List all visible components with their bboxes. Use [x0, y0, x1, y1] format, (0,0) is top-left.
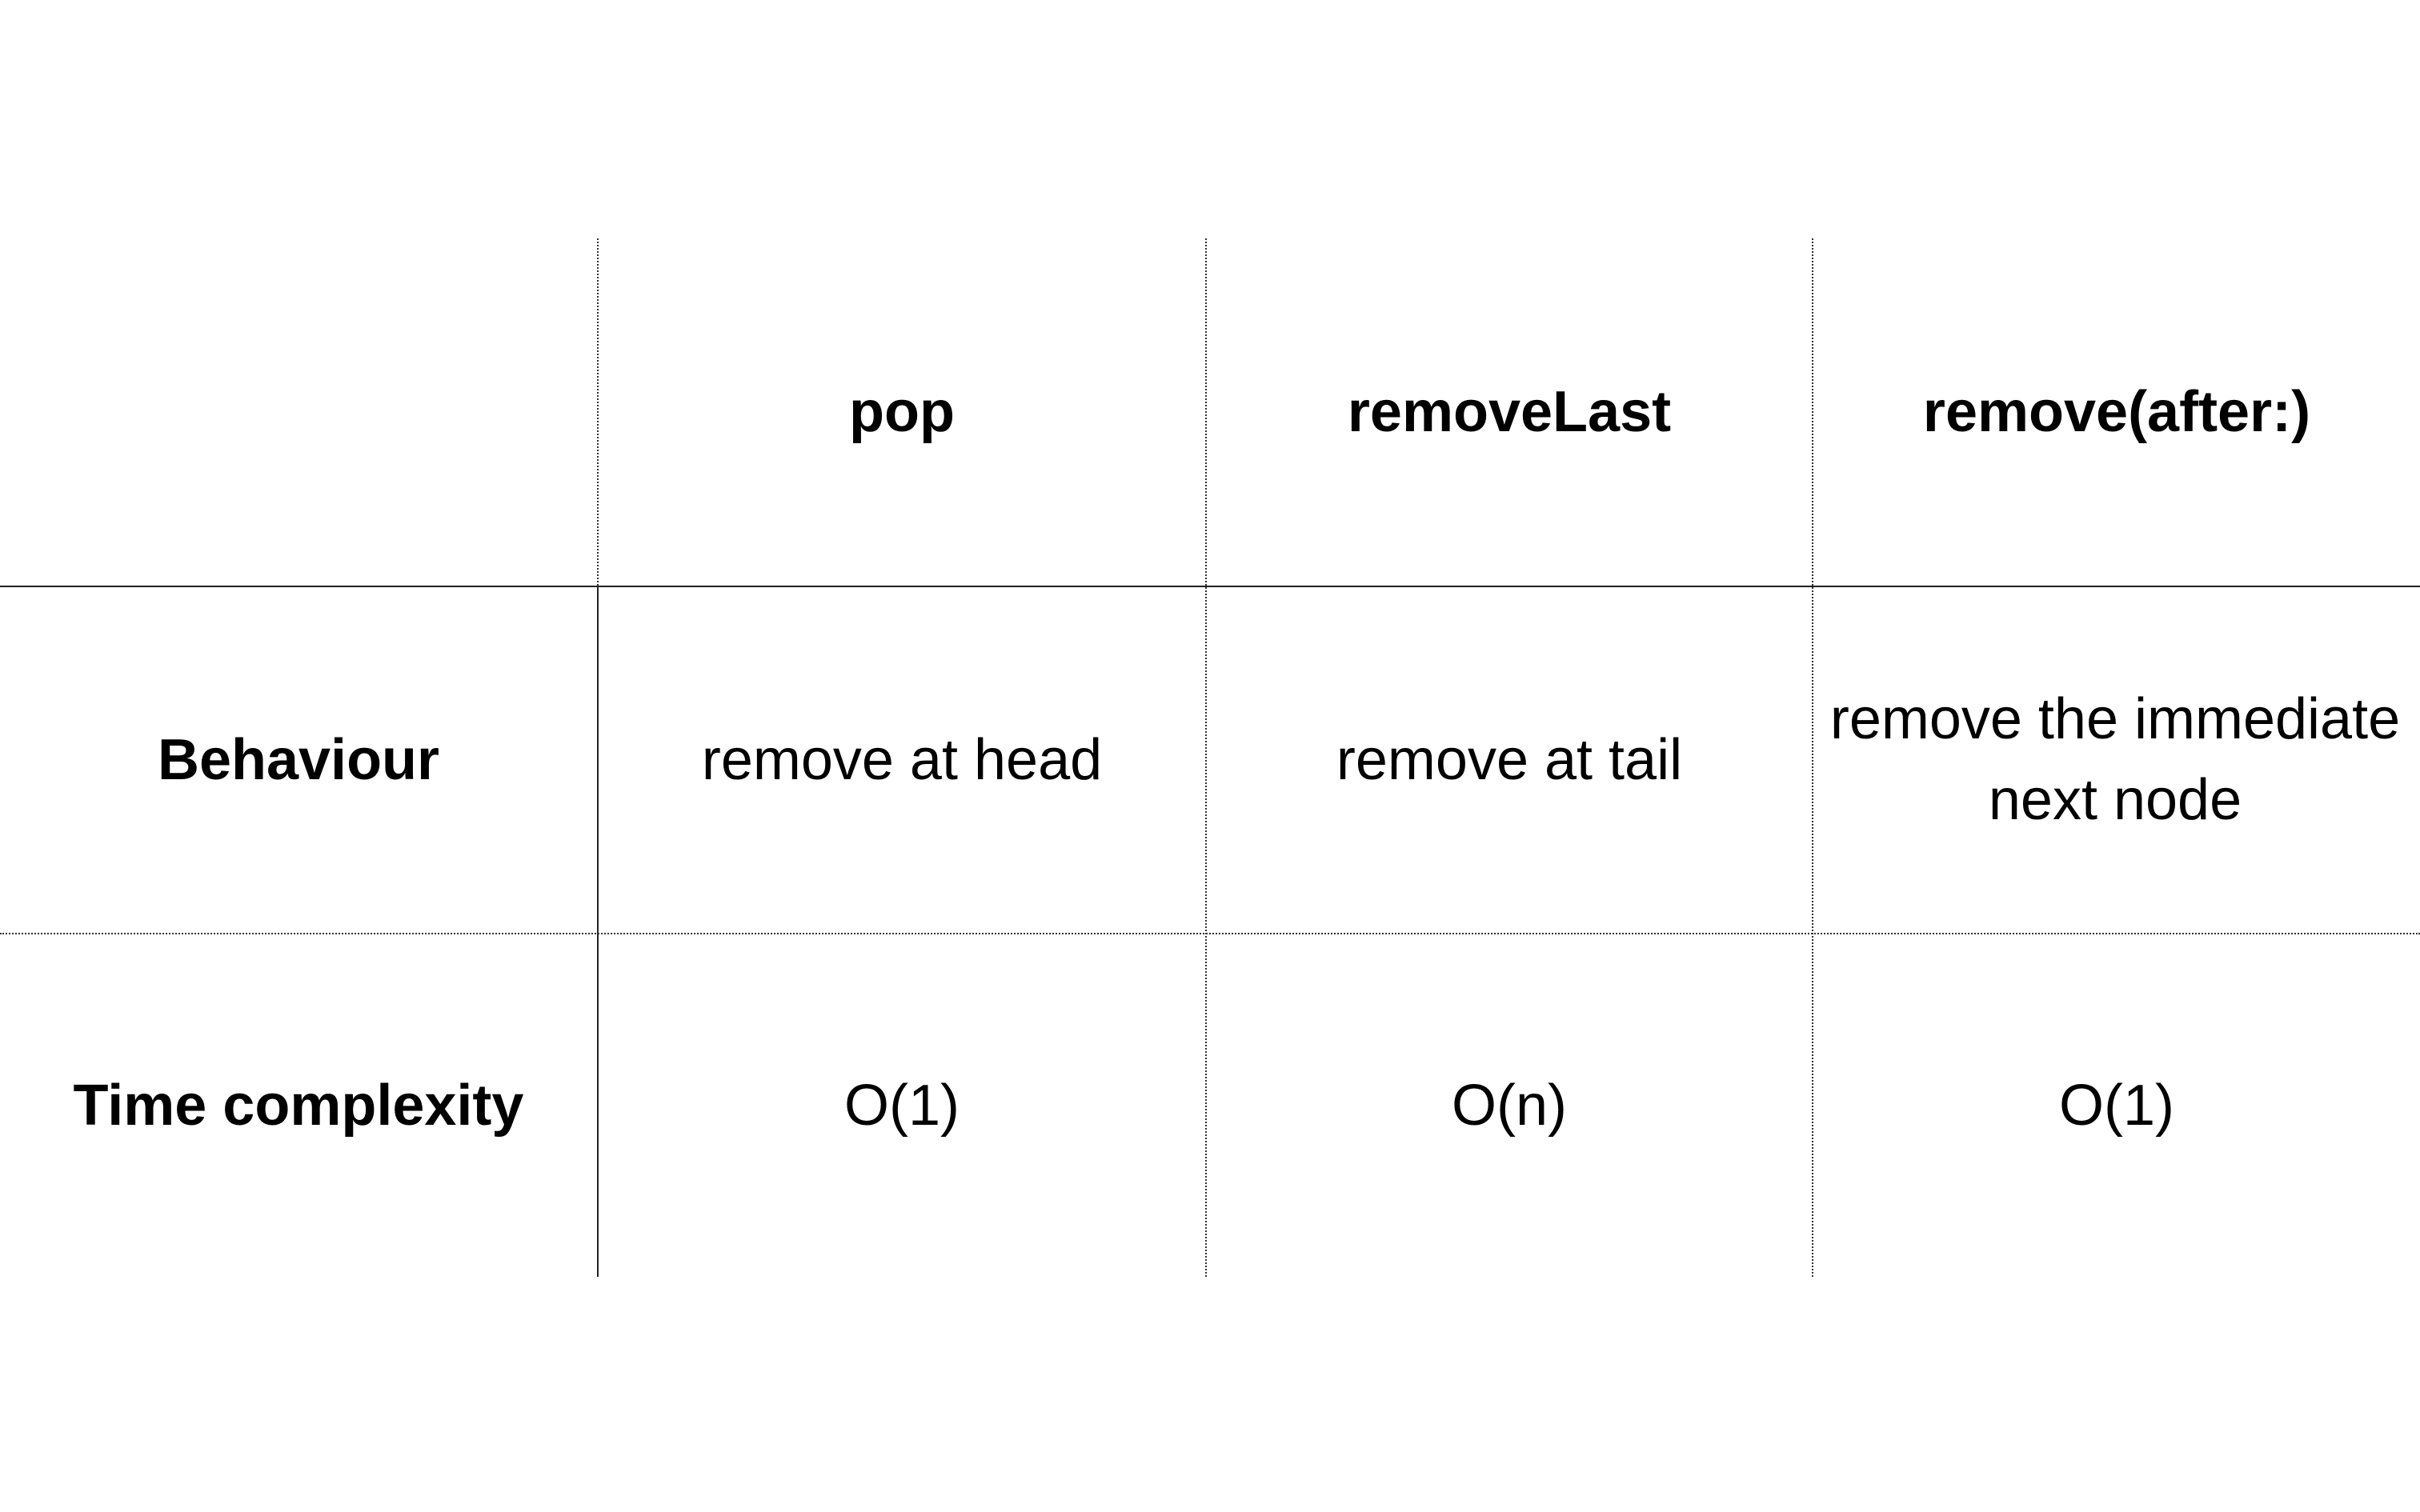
row-label-time-complexity: Time complexity	[73, 1073, 524, 1138]
column-divider-3	[1812, 238, 1813, 1277]
table-cell: O(n)	[1452, 1073, 1567, 1138]
column-divider-2	[1205, 238, 1207, 1277]
table-cell: O(1)	[844, 1073, 960, 1138]
table-cell: remove at head	[701, 727, 1103, 792]
column-divider-1-top	[597, 238, 599, 586]
table-cell: remove at tail	[1336, 727, 1683, 792]
table-cell: remove the immediate next node	[1829, 687, 2401, 832]
row-label-divider	[597, 586, 599, 1277]
row-divider	[0, 933, 2420, 934]
column-header-pop: pop	[849, 379, 955, 444]
row-label-behaviour: Behaviour	[157, 727, 440, 792]
table-cell: O(1)	[2059, 1073, 2174, 1138]
column-header-remove-after: remove(after:)	[1922, 379, 2311, 444]
header-divider	[0, 586, 2420, 587]
column-header-removelast: removeLast	[1347, 379, 1672, 444]
